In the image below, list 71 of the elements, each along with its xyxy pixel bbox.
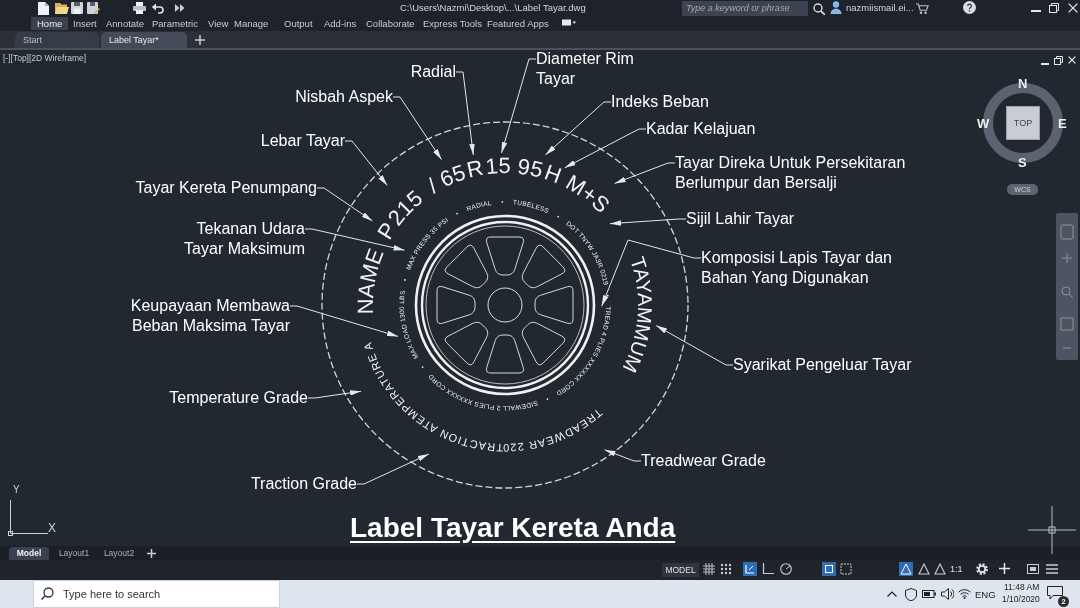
callout-label: Nisbah Aspek <box>295 87 393 107</box>
annotation-scale: 1:1 <box>950 564 963 574</box>
axis-label: X <box>48 521 56 535</box>
file-path-text: C:\Users\Nazmi\Desktop\...\Label Tayar.dwg <box>400 2 586 13</box>
search-field: Type a keyword or phrase <box>682 1 808 16</box>
compass-letter: E <box>1058 116 1067 131</box>
tab-label: Annotate <box>106 17 145 30</box>
callout-label: Sijil Lahir Tayar <box>686 209 795 229</box>
callout-label: Tayar Direka Untuk Persekitaran Berlumpur dan Bersalji <box>675 153 915 193</box>
clock-time: 11:48 AM <box>1004 582 1040 592</box>
model-space-toggle: MODEL <box>662 563 699 577</box>
callout-label: Temperature Grade <box>169 388 308 408</box>
sidewall-marking: 15 <box>484 153 511 180</box>
callout-label: Tekanan Udara Tayar Maksimum <box>180 219 305 259</box>
tab-label: Output <box>284 17 313 30</box>
tab-label: Layout1 <box>57 547 91 560</box>
clock-date: 1/10/2020 <box>1002 594 1040 604</box>
document-tab: Start <box>15 32 99 48</box>
leader-line <box>655 325 734 366</box>
tab-label: Add-ins <box>324 17 357 30</box>
callout-label: Indeks Beban <box>611 92 709 112</box>
leader-line <box>304 228 405 251</box>
leader-line <box>604 449 642 462</box>
account-name: nazmiismail.ei... <box>846 2 914 13</box>
tab-label: Featured Apps <box>487 17 549 30</box>
callout-label: Kadar Kelajuan <box>646 119 756 139</box>
search-field: Type here to search <box>33 580 280 608</box>
compass-letter: N <box>1018 76 1028 91</box>
callout-label: Syarikat Pengeluar Tayar <box>733 355 912 375</box>
viewport-label: [-][Top][2D Wireframe] <box>3 53 87 63</box>
callout-label: Komposisi Lapis Tayar dan Bahan Yang Digunakan <box>701 248 901 288</box>
callout-label: Diameter Rim Tayar <box>536 49 646 89</box>
callout-label: Lebar Tayar <box>260 131 345 151</box>
sidewall-marking: / <box>423 173 442 199</box>
tab-label: Layout2 <box>102 547 136 560</box>
leader-line <box>501 58 537 154</box>
leader-line <box>356 453 430 485</box>
callout-label: Tayar Kereta Penumpang <box>135 178 317 198</box>
leader-line <box>564 128 647 169</box>
leader-line <box>609 218 687 226</box>
callout-label: Keupayaan Membawa Beban Maksima Tayar <box>125 296 290 336</box>
leader-line <box>289 305 399 337</box>
diagram-title: Label Tayar Kereta Anda <box>350 511 676 545</box>
leader-line <box>455 71 475 156</box>
compass-letter: W <box>977 116 990 131</box>
layout-tab: Model <box>9 547 49 560</box>
axis-label: Y <box>13 484 20 495</box>
tab-label: Express Tools <box>423 17 482 30</box>
tab-label: Manage <box>234 17 269 30</box>
sidewall-marking: R <box>464 154 486 183</box>
leader-line <box>392 96 442 161</box>
leader-line <box>614 162 676 184</box>
sidewall-marking: 95 <box>516 153 546 183</box>
document-tab: Label Tayar* <box>101 32 187 48</box>
leader-line <box>545 101 612 156</box>
tab-label: View <box>208 17 229 30</box>
tab-label: Insert <box>73 17 97 30</box>
language-indicator: ENG <box>975 589 996 600</box>
ribbon-tab: Home <box>31 17 69 30</box>
view-cube-face: TOP <box>1006 106 1040 140</box>
callout-label: Radial <box>410 62 456 82</box>
leader-line <box>307 390 362 399</box>
leader-line <box>316 187 373 222</box>
tab-label: Collaborate <box>366 17 415 30</box>
compass-letter: S <box>1018 155 1027 170</box>
leader-line <box>601 239 702 307</box>
callout-label: Traction Grade <box>250 474 357 494</box>
sidewall-marking: M+S <box>561 169 615 218</box>
callout-label: Treadwear Grade <box>641 451 766 471</box>
leader-line <box>344 140 388 186</box>
tab-label: Parametric <box>152 17 198 30</box>
